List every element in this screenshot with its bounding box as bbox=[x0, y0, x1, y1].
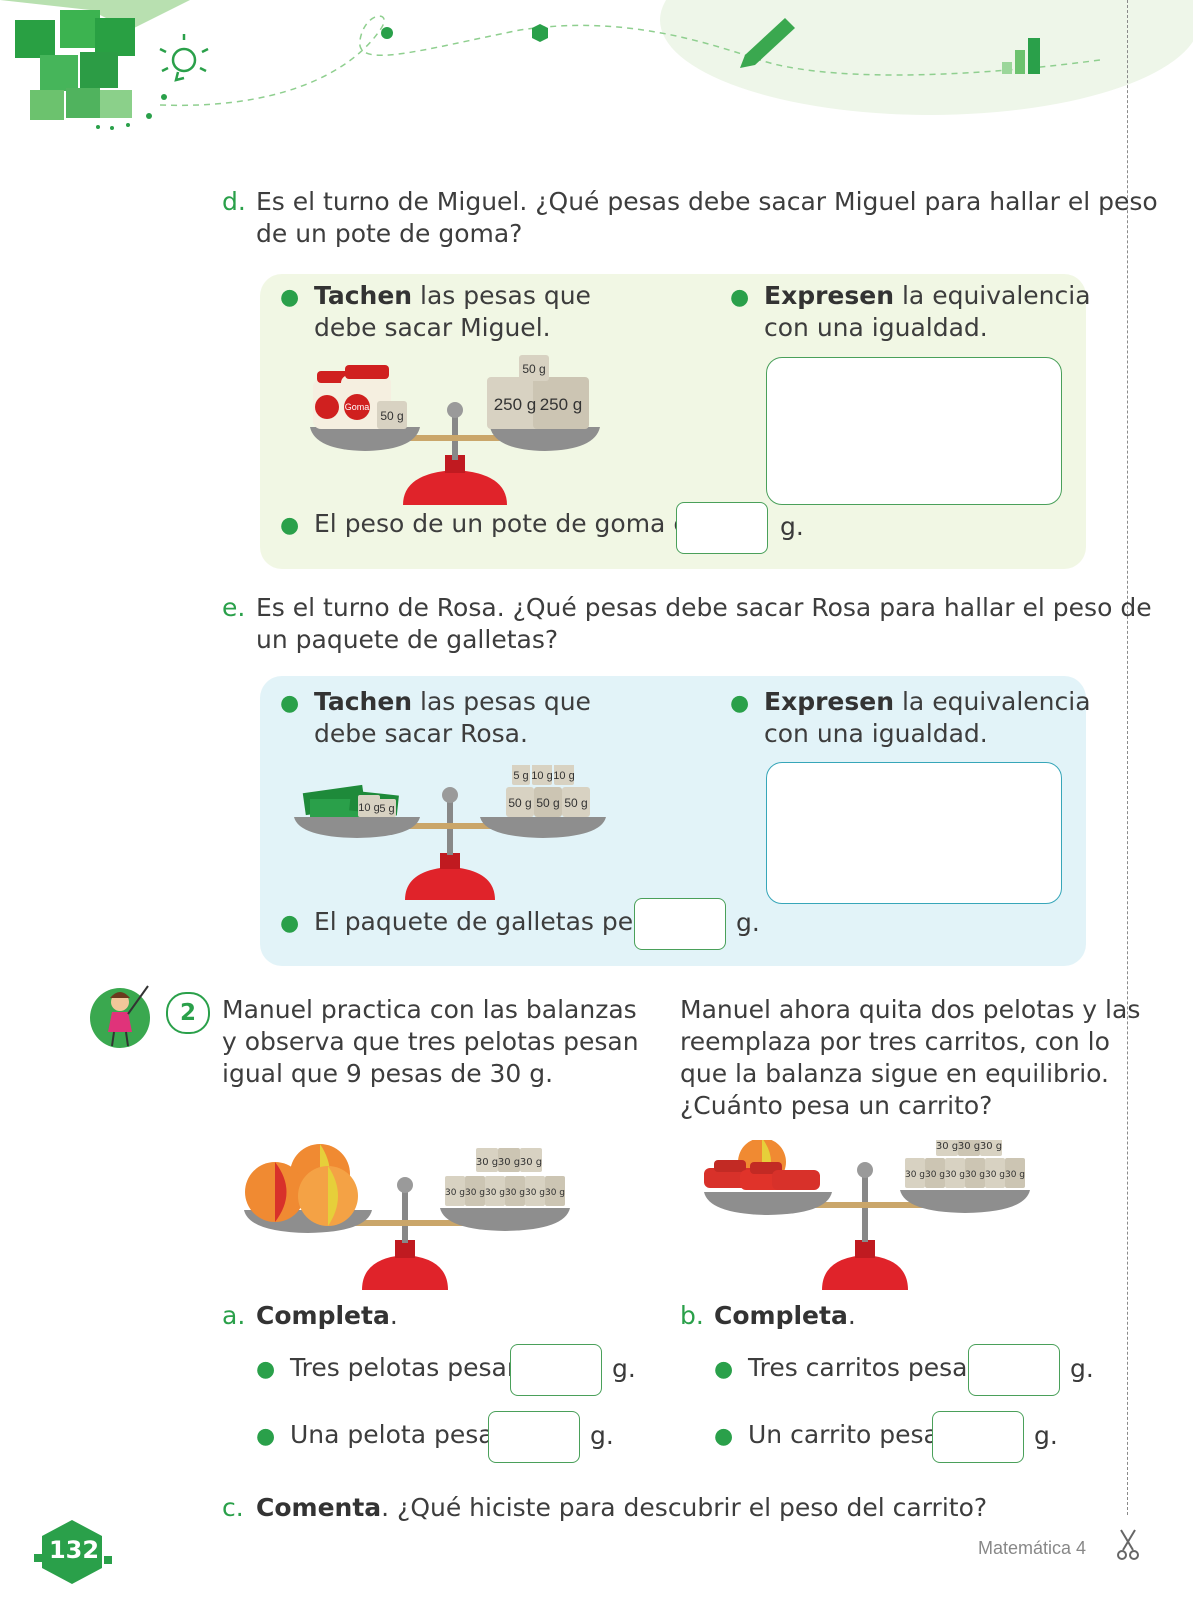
svg-text:50 g: 50 g bbox=[522, 362, 545, 376]
d-equality-box[interactable] bbox=[766, 357, 1062, 505]
d-bullet-3: ● El peso de un pote de goma es bbox=[280, 509, 702, 538]
girl-avatar bbox=[90, 985, 150, 1048]
e-equality-box[interactable] bbox=[766, 762, 1062, 904]
one-car-input[interactable] bbox=[932, 1411, 1024, 1463]
svg-text:30 g: 30 g bbox=[476, 1157, 498, 1168]
e-bullet-2: ● Expresen la equivalencia bbox=[730, 687, 1091, 716]
svg-text:5 g: 5 g bbox=[513, 770, 528, 782]
svg-text:10 g: 10 g bbox=[358, 802, 379, 814]
unit-label: g. bbox=[612, 1354, 636, 1383]
svg-text:30 g: 30 g bbox=[985, 1170, 1005, 1180]
svg-text:5 g: 5 g bbox=[379, 803, 394, 815]
e-bullet-2-line2: con una igualdad. bbox=[764, 719, 988, 748]
one-ball-input[interactable] bbox=[488, 1411, 580, 1463]
weights-30g: 30 g 30 g 30 g 30 g 30 g 30 g 30 g 30 g … bbox=[445, 1148, 565, 1206]
svg-text:30 g: 30 g bbox=[905, 1170, 925, 1180]
svg-text:30 g: 30 g bbox=[520, 1157, 542, 1168]
d-weight-input[interactable] bbox=[676, 502, 768, 554]
unit-label: g. bbox=[1070, 1354, 1094, 1383]
svg-text:30 g: 30 g bbox=[936, 1141, 958, 1152]
svg-text:30 g: 30 g bbox=[465, 1188, 485, 1198]
svg-text:50 g: 50 g bbox=[564, 796, 587, 810]
e-bullet-1: ● Tachen las pesas que bbox=[280, 687, 591, 716]
q2-a-heading: a. Completa. bbox=[222, 1301, 398, 1330]
q2-c-heading: c. Comenta. ¿Qué hiciste para descubrir … bbox=[222, 1493, 988, 1522]
question-e-text-2: un paquete de galletas? bbox=[256, 625, 559, 654]
book-title: Matemática 4 bbox=[978, 1538, 1087, 1558]
svg-text:30 g: 30 g bbox=[965, 1170, 985, 1180]
unit-label: g. bbox=[1034, 1421, 1058, 1450]
svg-text:30 g: 30 g bbox=[545, 1188, 565, 1198]
svg-text:30 g: 30 g bbox=[1005, 1170, 1025, 1180]
lightbulb-icon bbox=[159, 34, 209, 82]
three-balls-input[interactable] bbox=[510, 1344, 602, 1396]
d-balance-scale: Goma 50 g 50 g 250 g 250 g bbox=[310, 355, 600, 505]
unit-label: g. bbox=[590, 1421, 614, 1450]
bar-chart-icon bbox=[1002, 38, 1040, 74]
dot-marker bbox=[381, 27, 393, 39]
balls-balance-scale: 30 g 30 g 30 g 30 g 30 g 30 g 30 g 30 g … bbox=[244, 1144, 570, 1290]
svg-text:30 g: 30 g bbox=[958, 1141, 980, 1152]
weights-30g: 30 g 30 g 30 g 30 g 30 g 30 g 30 g 30 g … bbox=[905, 1140, 1025, 1188]
question-number-badge: 2 bbox=[166, 992, 210, 1034]
unit-label: g. bbox=[780, 512, 804, 541]
svg-text:30 g: 30 g bbox=[525, 1188, 545, 1198]
unit-label: g. bbox=[736, 908, 760, 937]
page-number-badge bbox=[34, 1520, 112, 1584]
svg-text:10 g: 10 g bbox=[553, 770, 574, 782]
d-bullet-1-line2: debe sacar Miguel. bbox=[314, 313, 551, 342]
svg-text:30 g: 30 g bbox=[925, 1170, 945, 1180]
cubes-logo bbox=[0, 0, 190, 130]
d-bullet-1: ● Tachen las pesas que bbox=[280, 281, 591, 310]
q2-b-item-2: ● Un carrito pesa bbox=[714, 1420, 939, 1449]
svg-text:250 g: 250 g bbox=[540, 395, 583, 414]
q2-b-item-1: ● Tres carritos pesan bbox=[714, 1353, 984, 1382]
three-cars-input[interactable] bbox=[968, 1344, 1060, 1396]
q2-a-item-1: ● Tres pelotas pesan bbox=[256, 1353, 523, 1382]
svg-text:30 g: 30 g bbox=[980, 1141, 1002, 1152]
svg-text:30 g: 30 g bbox=[445, 1188, 465, 1198]
e-weight-input[interactable] bbox=[634, 898, 726, 950]
svg-text:Goma: Goma bbox=[345, 402, 370, 412]
q2-b-heading: b. Completa. bbox=[680, 1301, 856, 1330]
d-bullet-2-line2: con una igualdad. bbox=[764, 313, 988, 342]
cube-icon bbox=[532, 24, 548, 42]
q2-a-item-2: ● Una pelota pesa bbox=[256, 1420, 494, 1449]
toy-cars bbox=[704, 1160, 820, 1190]
cars-balance-scale: 30 g 30 g 30 g 30 g 30 g 30 g 30 g 30 g … bbox=[704, 1140, 1030, 1290]
svg-text:10 g: 10 g bbox=[531, 770, 552, 782]
svg-text:30 g: 30 g bbox=[485, 1188, 505, 1198]
svg-text:30 g: 30 g bbox=[498, 1157, 520, 1168]
page-number: 132 bbox=[48, 1536, 100, 1564]
question-d: d. Es el turno de Miguel. ¿Qué pesas deb… bbox=[222, 186, 1158, 218]
svg-text:250 g: 250 g bbox=[494, 395, 537, 414]
question-text-2: de un pote de goma? bbox=[256, 219, 523, 248]
svg-text:50 g: 50 g bbox=[508, 796, 531, 810]
e-bullet-3: ● El paquete de galletas pesa bbox=[280, 907, 662, 936]
svg-text:30 g: 30 g bbox=[945, 1170, 965, 1180]
svg-text:50 g: 50 g bbox=[536, 796, 559, 810]
scissors-icon bbox=[1117, 1529, 1139, 1560]
svg-text:50 g: 50 g bbox=[380, 409, 403, 423]
e-balance-scale: 10 g 5 g 5 g 10 g 10 g 50 g 50 g 50 g bbox=[294, 765, 606, 900]
cut-line bbox=[1127, 0, 1128, 1515]
question-e: e. Es el turno de Rosa. ¿Qué pesas debe … bbox=[222, 593, 1152, 622]
d-bullet-2: ● Expresen la equivalencia bbox=[730, 281, 1091, 310]
e-bullet-1-line2: debe sacar Rosa. bbox=[314, 719, 528, 748]
header-decoration bbox=[0, 0, 1193, 130]
question-text: Es el turno de Miguel. ¿Qué pesas debe s… bbox=[256, 187, 1158, 216]
svg-text:30 g: 30 g bbox=[505, 1188, 525, 1198]
pencil-icon bbox=[740, 18, 795, 68]
question-letter: d. bbox=[222, 187, 246, 216]
